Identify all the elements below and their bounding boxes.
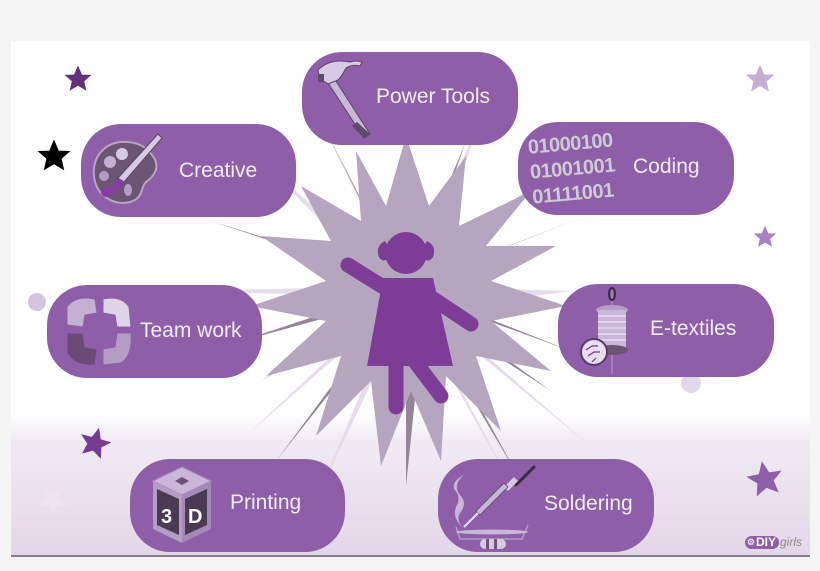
star-icon xyxy=(64,65,92,91)
girl-figure-icon xyxy=(340,232,479,415)
dot-decoration xyxy=(28,293,46,311)
skill-label: Creative xyxy=(179,159,258,182)
skill-label: Printing xyxy=(230,491,302,514)
skill-team-work: Team work xyxy=(47,285,262,378)
skill-soldering: Soldering xyxy=(438,459,654,552)
star-icon xyxy=(39,489,67,515)
soldering-iron-icon xyxy=(453,465,536,549)
clasped-hands-icon xyxy=(66,297,132,366)
skill-coding: 01000100 01001001 01111001 Coding xyxy=(518,122,734,215)
3d-cube-icon: 3 D xyxy=(151,466,213,543)
svg-text:3: 3 xyxy=(161,506,172,528)
skills-infographic: Power Tools Creative 01000100 01001001 0… xyxy=(11,41,810,557)
skill-e-textiles: E-textiles xyxy=(558,284,774,377)
svg-text:D: D xyxy=(188,506,202,528)
skill-power-tools: Power Tools xyxy=(302,52,518,145)
star-icon xyxy=(37,139,71,171)
skill-label: Team work xyxy=(140,319,242,342)
skill-label: Coding xyxy=(633,155,700,178)
gear-icon: ⚙ xyxy=(746,536,755,547)
star-icon xyxy=(745,64,775,92)
star-icon xyxy=(81,427,112,459)
skill-label: E-textiles xyxy=(650,317,737,340)
logo-badge: ⚙ DIY xyxy=(744,535,779,549)
skill-label: Soldering xyxy=(544,492,633,515)
skill-label: Power Tools xyxy=(376,85,491,108)
star-icon xyxy=(753,225,777,247)
hammer-icon xyxy=(317,60,371,139)
palette-icon xyxy=(92,133,163,204)
binary-code-icon: 01000100 01001001 01111001 xyxy=(526,129,616,209)
skill-3d-printing: 3 D Printing xyxy=(130,459,345,552)
skill-creative: Creative xyxy=(81,124,296,217)
diy-girls-logo: ⚙ DIY girls xyxy=(744,535,802,549)
thread-spool-icon xyxy=(580,287,628,374)
dot-decoration xyxy=(681,373,701,393)
star-icon xyxy=(746,461,782,497)
logo-text: girls xyxy=(779,535,802,549)
